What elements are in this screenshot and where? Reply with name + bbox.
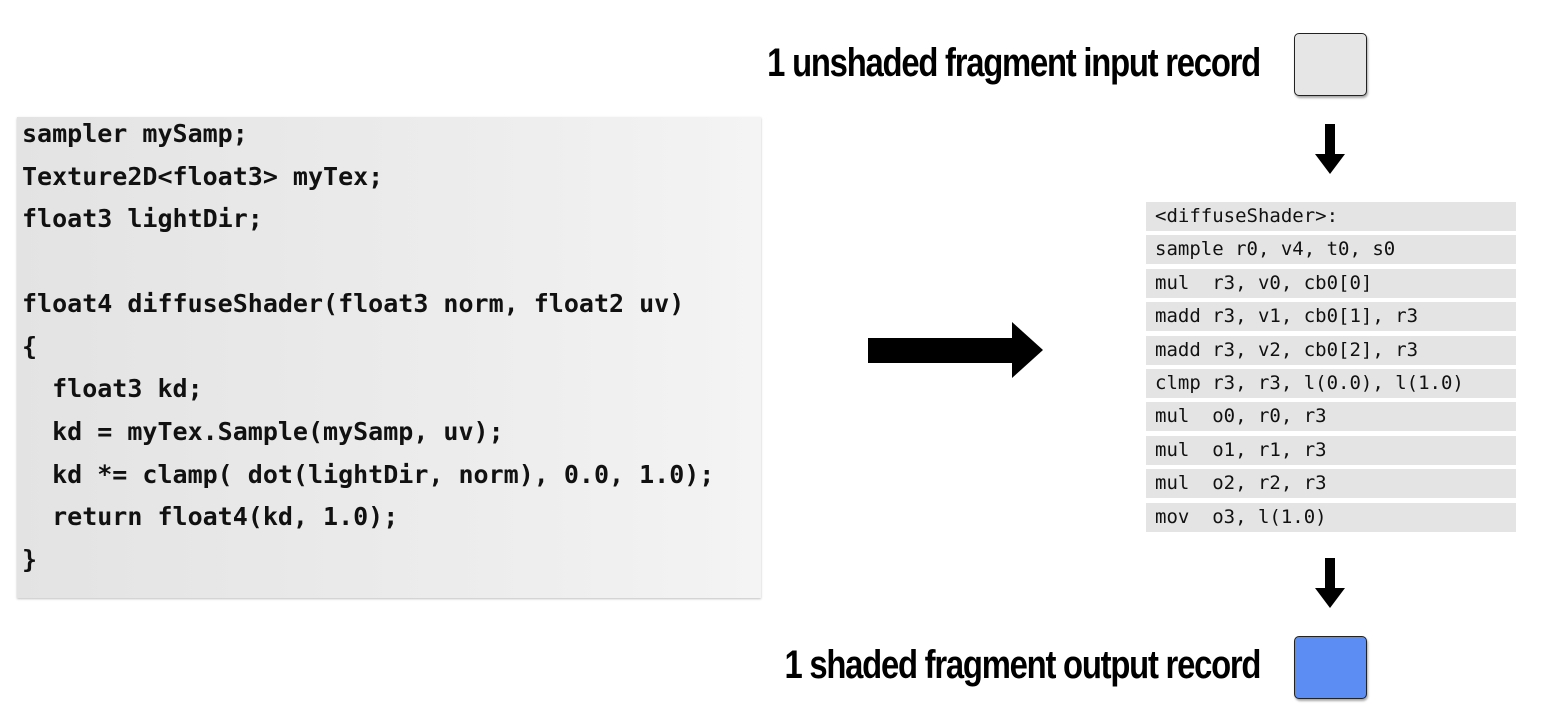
input-record-box	[1294, 33, 1367, 96]
code-line: float3 kd;	[22, 374, 203, 403]
asm-line: mov o3, l(1.0)	[1146, 502, 1516, 532]
asm-line: mul o1, r1, r3	[1146, 435, 1516, 465]
code-line: kd = myTex.Sample(mySamp, uv);	[22, 417, 504, 446]
code-line: float3 lightDir;	[22, 204, 263, 233]
down-arrow-top	[1315, 124, 1345, 174]
compile-arrow	[868, 322, 1043, 378]
code-line: return float4(kd, 1.0);	[22, 502, 399, 531]
code-line: kd *= clamp( dot(lightDir, norm), 0.0, 1…	[22, 460, 715, 489]
down-arrow-bottom	[1315, 558, 1345, 608]
asm-line: sample r0, v4, t0, s0	[1146, 235, 1516, 265]
code-line: {	[22, 332, 38, 361]
asm-line: clmp r3, r3, l(0.0), l(1.0)	[1146, 368, 1516, 398]
asm-line: mul o2, r2, r3	[1146, 469, 1516, 499]
code-line: Texture2D<float3> myTex;	[22, 162, 384, 191]
asm-line: madd r3, v2, cb0[2], r3	[1146, 335, 1516, 365]
output-record-label: 1 shaded fragment output record	[784, 643, 1261, 687]
code-line: }	[22, 545, 38, 574]
source-code-panel: sampler mySamp; Texture2D<float3> myTex;…	[17, 117, 761, 598]
asm-line: madd r3, v1, cb0[1], r3	[1146, 302, 1516, 332]
asm-line: mul o0, r0, r3	[1146, 402, 1516, 432]
asm-line: mul r3, v0, cb0[0]	[1146, 268, 1516, 298]
assembly-listing: <diffuseShader>: sample r0, v4, t0, s0 m…	[1146, 202, 1516, 536]
output-record-box	[1294, 636, 1367, 699]
code-line: float4 diffuseShader(float3 norm, float2…	[22, 289, 685, 318]
input-record-label: 1 unshaded fragment input record	[767, 41, 1261, 85]
code-line: sampler mySamp;	[22, 119, 248, 148]
asm-line: <diffuseShader>:	[1146, 202, 1516, 231]
